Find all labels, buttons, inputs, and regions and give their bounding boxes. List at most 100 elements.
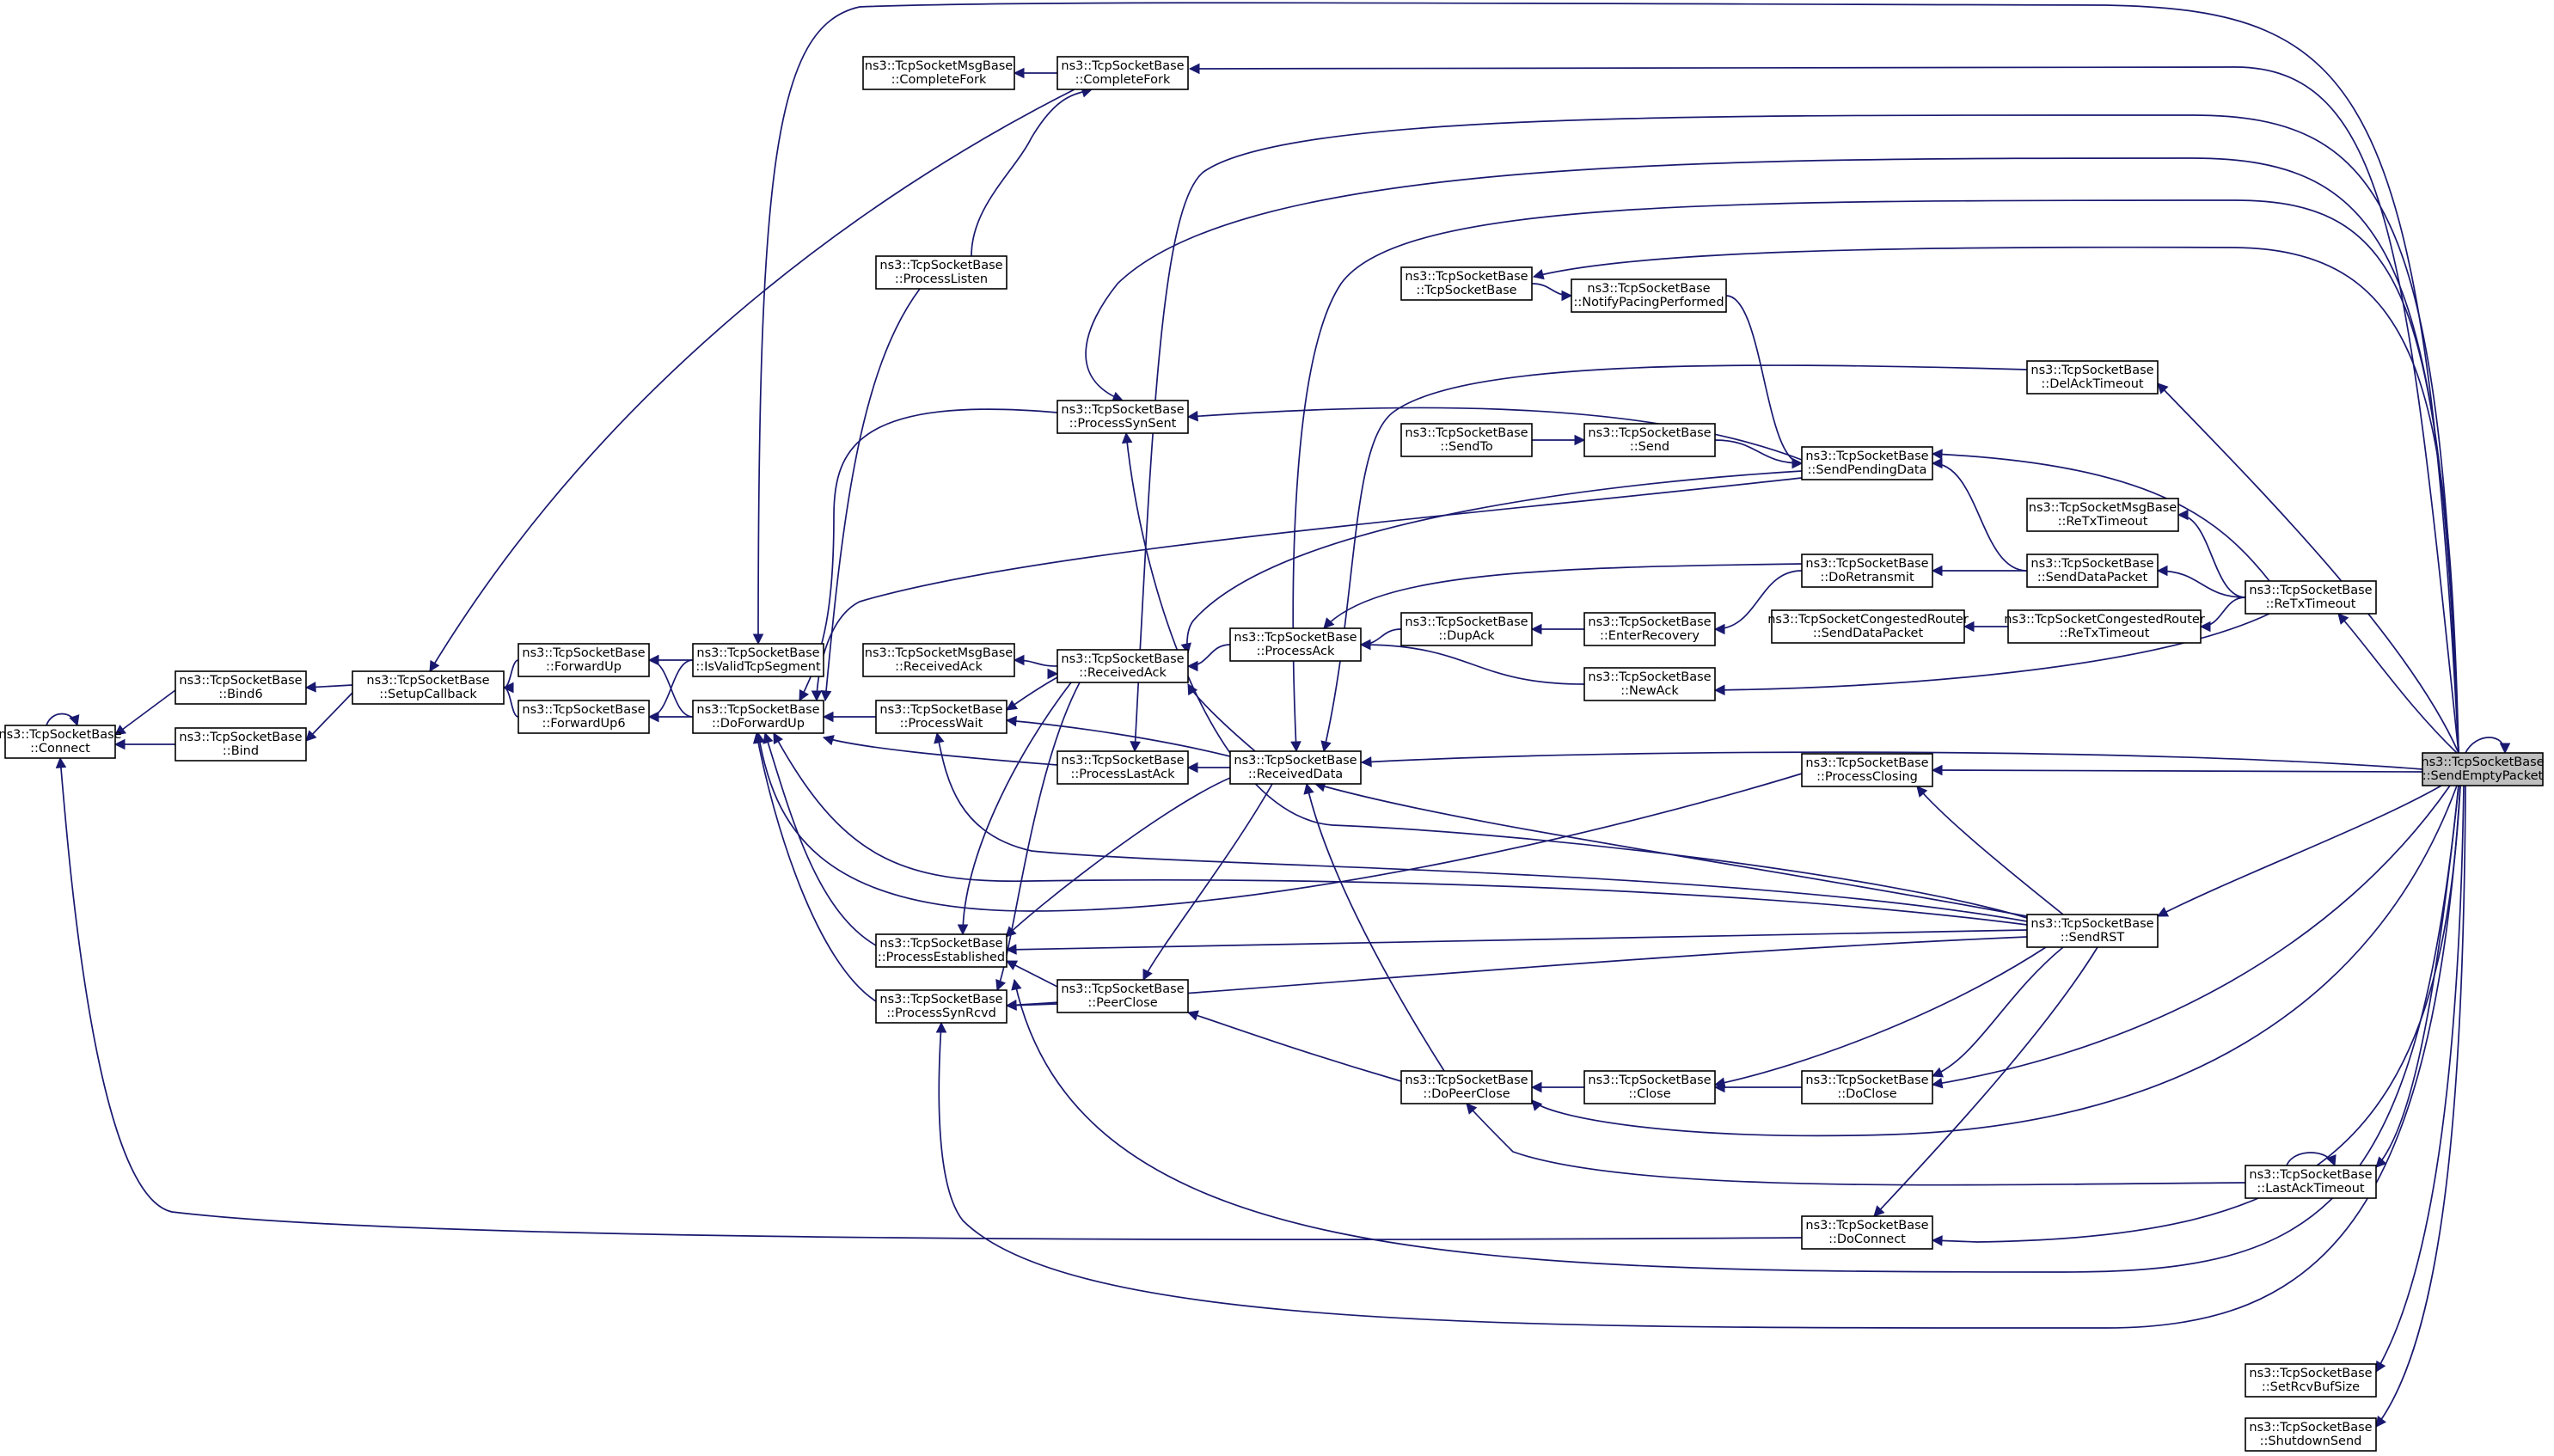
call-edge-DoRetransmit-to-ProcessAck [1323,563,1803,629]
call-edge-DoPeerClose-to-PeerClose [1187,1012,1402,1082]
node-enter-recovery[interactable]: ns3::TcpSocketBase::EnterRecovery [1583,612,1716,646]
node-box [692,643,824,677]
node-do-peer-close[interactable]: ns3::TcpSocketBase::DoPeerClose [1400,1070,1533,1104]
node-last-ack-timeout[interactable]: ns3::TcpSocketBase::LastAckTimeout [2245,1165,2377,1199]
call-edge-SendEmptyPacket-to-SendRST [2157,785,2442,917]
node-box [1057,750,1189,785]
node-send-data-packet[interactable]: ns3::TcpSocketBase::SendDataPacket [2026,554,2159,588]
node-send[interactable]: ns3::TcpSocketBase::Send [1583,423,1716,457]
arrowhead-icon [1873,1205,1885,1217]
node-do-forward-up[interactable]: ns3::TcpSocketBase::DoForwardUp [692,700,824,734]
arrowhead-icon [820,689,832,702]
node-notify-pacing-performed[interactable]: ns3::TcpSocketBase::NotifyPacingPerforme… [1571,278,1727,313]
arrowhead-icon [935,1021,947,1033]
node-do-close[interactable]: ns3::TcpSocketBase::DoClose [1801,1070,1933,1104]
node-del-ack-timeout[interactable]: ns3::TcpSocketBase::DelAckTimeout [2026,360,2159,395]
node-class-label: ns3::TcpSocketBase [879,993,1002,1006]
node-method-label: ::ProcessWait [900,717,983,731]
node-class-label: ns3::TcpSocketBase [1588,670,1711,684]
call-edge-SendPendingData-to-ProcessSynSent [1187,407,1803,461]
node-box [1583,1070,1716,1104]
node-setup-callback[interactable]: ns3::TcpSocketBase::SetupCallback [352,670,505,705]
node-box [2026,360,2159,395]
call-edge-Send-to-SendPendingData [1714,439,1803,464]
node-class-label: ns3::TcpSocketBase [2249,1168,2372,1182]
arrowhead-icon [1916,786,1928,798]
node-msg-complete-fork[interactable]: ns3::TcpSocketMsgBase::CompleteFork [862,56,1015,90]
node-box [352,670,505,705]
node-new-ack[interactable]: ns3::TcpSocketBase::NewAck [1583,667,1716,701]
call-edge-SendEmptyPacket-to-CompleteFork [1189,66,2459,754]
node-msg-received-ack[interactable]: ns3::TcpSocketMsgBase::ReceivedAck [862,643,1015,677]
node-box [692,700,824,734]
node-class-label: ns3::TcpSocketBase [696,703,819,717]
node-process-ack[interactable]: ns3::TcpSocketBase::ProcessAck [1229,627,1362,662]
node-tcp-socket-base-ctor[interactable]: ns3::TcpSocketBase::TcpSocketBase [1400,266,1533,301]
node-forward-up6[interactable]: ns3::TcpSocketBase::ForwardUp6 [518,700,650,734]
node-box [2026,498,2179,532]
node-box [4,725,116,759]
graph-nodes: ns3::TcpSocketBase::SendEmptyPacketns3::… [0,56,2545,1452]
node-is-valid-tcp-segment[interactable]: ns3::TcpSocketBase::IsValidTcpSegment [692,643,824,677]
node-cong-router-re-tx-timeout[interactable]: ns3::TcpSocketCongestedRouter::ReTxTimeo… [2004,609,2205,644]
node-shutdown-send[interactable]: ns3::TcpSocketBase::ShutdownSend [2245,1417,2377,1452]
node-method-label: ::DelAckTimeout [2041,377,2143,391]
node-send-rst[interactable]: ns3::TcpSocketBase::SendRST [2026,914,2159,948]
node-process-wait[interactable]: ns3::TcpSocketBase::ProcessWait [875,700,1008,734]
node-box [1801,753,1933,787]
node-method-label: ::PeerClose [1087,996,1157,1010]
node-do-connect[interactable]: ns3::TcpSocketBase::DoConnect [1801,1215,1933,1250]
node-peer-close[interactable]: ns3::TcpSocketBase::PeerClose [1057,979,1189,1013]
node-forward-up[interactable]: ns3::TcpSocketBase::ForwardUp [518,643,650,677]
node-process-established[interactable]: ns3::TcpSocketBase::ProcessEstablished [875,933,1008,968]
node-process-closing[interactable]: ns3::TcpSocketBase::ProcessClosing [1801,753,1933,787]
node-do-retransmit[interactable]: ns3::TcpSocketBase::DoRetransmit [1801,554,1933,588]
call-edge-SendEmptyPacket-to-ProcessEstablished [1014,785,2459,1273]
node-process-syn-rcvd[interactable]: ns3::TcpSocketBase::ProcessSynRcvd [875,989,1008,1024]
arrowhead-icon [1931,565,1943,577]
node-re-tx-timeout[interactable]: ns3::TcpSocketBase::ReTxTimeout [2245,580,2377,615]
node-complete-fork[interactable]: ns3::TcpSocketBase::CompleteFork [1057,56,1189,90]
node-box [2007,609,2202,644]
arrowhead-icon [1006,700,1019,711]
node-received-ack[interactable]: ns3::TcpSocketBase::ReceivedAck [1057,649,1189,683]
node-set-rcv-buf-size[interactable]: ns3::TcpSocketBase::SetRcvBufSize [2245,1363,2377,1398]
arrowhead-icon [1963,621,1975,633]
node-box [1229,627,1362,662]
node-method-label: ::ProcessListen [895,272,988,286]
node-method-label: ::ProcessEstablished [878,951,1005,964]
node-dup-ack[interactable]: ns3::TcpSocketBase::DupAck [1400,612,1533,646]
node-send-pending-data[interactable]: ns3::TcpSocketBase::SendPendingData [1801,446,1933,480]
node-box [1057,979,1189,1013]
arrowhead-icon [1931,764,1943,776]
node-bind6[interactable]: ns3::TcpSocketBase::Bind6 [175,670,307,705]
node-cong-router-send-data-packet[interactable]: ns3::TcpSocketCongestedRouter::SendDataP… [1767,609,1969,644]
node-close[interactable]: ns3::TcpSocketBase::Close [1583,1070,1716,1104]
call-edge-CompleteFork-to-SetupCallback [429,89,1075,672]
node-class-label: ns3::TcpSocketBase [179,731,302,744]
node-process-syn-sent[interactable]: ns3::TcpSocketBase::ProcessSynSent [1057,400,1189,434]
node-box [175,670,307,705]
node-box [875,255,1008,290]
node-send-empty-packet[interactable]: ns3::TcpSocketBase::SendEmptyPacket [2421,752,2545,786]
node-received-data[interactable]: ns3::TcpSocketBase::ReceivedData [1229,750,1362,785]
node-box [1583,423,1716,457]
node-process-last-ack[interactable]: ns3::TcpSocketBase::ProcessLastAck [1057,750,1189,785]
call-edge-SendPendingData-to-ProcessAck [1186,470,1803,654]
call-edge-ReTxTimeout-to-CongRouterReTxTimeout [2200,596,2246,627]
call-edge-SendRST-to-ProcessWait [936,732,2028,922]
node-msg-re-tx-timeout[interactable]: ns3::TcpSocketMsgBase::ReTxTimeout [2026,498,2179,532]
node-bind[interactable]: ns3::TcpSocketBase::Bind [175,727,307,762]
node-method-label: ::DoForwardUp [712,717,805,731]
arrowhead-icon [1931,457,1943,469]
node-method-label: ::SendEmptyPacket [2422,769,2544,783]
arrowhead-icon [2325,1153,2337,1167]
node-method-label: ::DoRetransmit [1820,571,1914,584]
call-edge-SendEmptyPacket-to-ReTxTimeout [2337,613,2458,754]
node-connect[interactable]: ns3::TcpSocketBase::Connect [0,725,122,759]
node-send-to[interactable]: ns3::TcpSocketBase::SendTo [1400,423,1533,457]
call-edge-DoForwardUp-to-ForwardUp [648,659,694,718]
node-process-listen[interactable]: ns3::TcpSocketBase::ProcessListen [875,255,1008,290]
node-box [1771,609,1965,644]
